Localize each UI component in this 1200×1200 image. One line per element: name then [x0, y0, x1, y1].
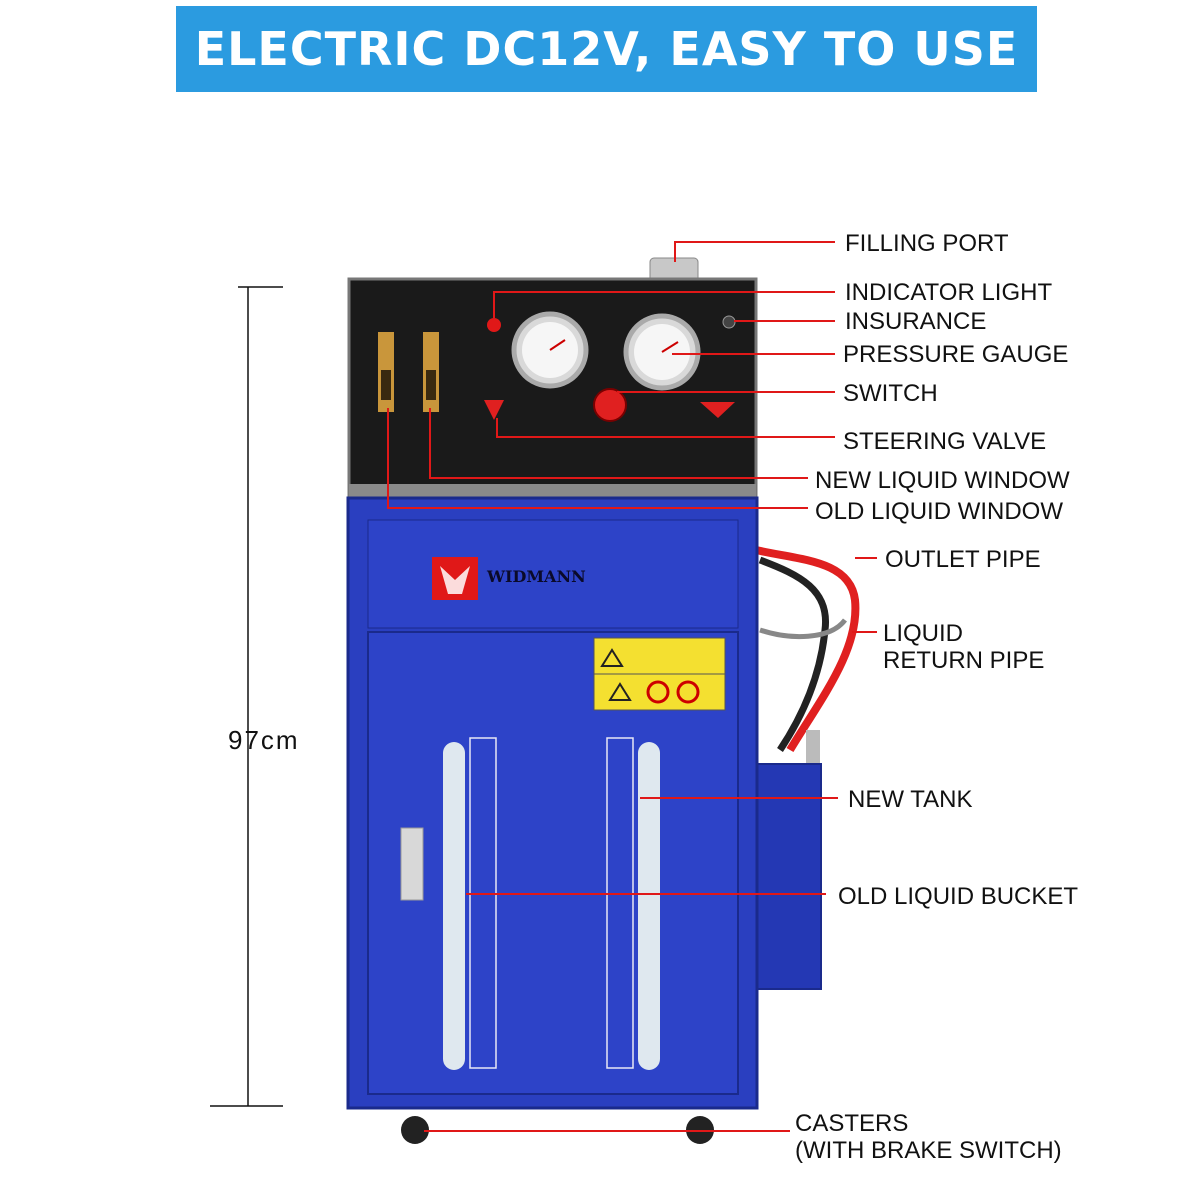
banner-title: ELECTRIC DC12V, EASY TO USE — [194, 22, 1019, 76]
steering-valve-right — [700, 402, 735, 418]
callout-old-liquid-bucket: OLD LIQUID BUCKET — [838, 883, 1079, 910]
title-banner: ELECTRIC DC12V, EASY TO USE — [176, 6, 1037, 92]
callout-switch: SWITCH — [843, 380, 938, 407]
callout-pressure-gauge: PRESSURE GAUGE — [843, 341, 1069, 368]
callout-filling-port: FILLING PORT — [845, 230, 1009, 257]
leader-lines — [387, 241, 877, 1132]
pressure-gauges — [511, 311, 701, 391]
callout-new-liquid-window: NEW LIQUID WINDOW — [815, 467, 1070, 494]
widmann-logo: WIDMANN — [432, 557, 586, 600]
height-label: 97cm — [228, 725, 300, 755]
power-switch — [593, 388, 627, 422]
callout-outlet-pipe: OUTLET PIPE — [885, 546, 1041, 573]
steering-valve-left — [484, 400, 504, 420]
side-hoses — [755, 546, 860, 770]
callout-new-tank: NEW TANK — [848, 786, 973, 813]
callout-insurance: INSURANCE — [845, 308, 987, 335]
indicator-light — [487, 318, 501, 332]
warning-sticker — [593, 637, 726, 711]
callout-steering-valve: STEERING VALVE — [843, 428, 1047, 455]
callout-casters: CASTERS (WITH BRAKE SWITCH) — [795, 1110, 1062, 1164]
svg-text:WIDMANN: WIDMANN — [486, 567, 586, 586]
door-latch — [400, 827, 424, 901]
insurance-fuse — [722, 315, 736, 329]
callout-indicator-light: INDICATOR LIGHT — [845, 279, 1053, 306]
height-dimension-line — [210, 286, 283, 1107]
callout-old-liquid-window: OLD LIQUID WINDOW — [815, 498, 1064, 525]
sight-glass-fittings — [378, 332, 439, 412]
level-windows — [443, 737, 660, 1070]
callout-liquid-return-pipe: LIQUID RETURN PIPE — [883, 620, 1045, 674]
